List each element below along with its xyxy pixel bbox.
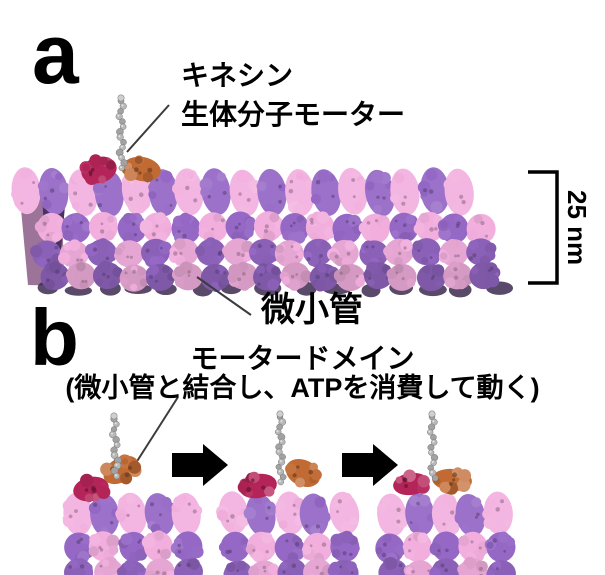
kinesin-label: キネシン 生体分子モーター <box>181 56 405 134</box>
microtubule-graphic <box>11 167 514 298</box>
panel-a-label: a <box>32 7 79 101</box>
motor-domain-subtitle: (微小管と結合し、ATPを消費して動く) <box>65 373 540 403</box>
kinesin-step2-graphic <box>237 410 322 499</box>
microtubule-section-1-graphic <box>62 492 204 575</box>
motor-domain-pointer-line <box>133 396 179 467</box>
microtubule-label: 微小管 <box>261 291 363 329</box>
kinesin-label-line1: キネシン <box>181 60 294 91</box>
microtubule-pointer-line <box>196 276 252 316</box>
scale-label: 25 nm <box>562 190 592 266</box>
kinesin-step1-graphic <box>73 412 142 503</box>
microtubule-section-3-graphic <box>375 491 516 575</box>
motor-domain-title: モータードメイン <box>190 343 415 374</box>
kinesin-label-line2: 生体分子モーター <box>181 99 406 130</box>
microtubule-section-2-graphic <box>216 491 360 575</box>
kinesin-pointer-line <box>126 104 170 153</box>
arrow-right-icon <box>172 444 228 486</box>
scale-bracket <box>528 170 559 285</box>
kinesin-step3-graphic <box>393 410 472 496</box>
arrow-right-icon <box>342 444 398 486</box>
panel-b-label: b <box>30 293 79 382</box>
kinesin-molecule-graphic <box>79 94 161 186</box>
